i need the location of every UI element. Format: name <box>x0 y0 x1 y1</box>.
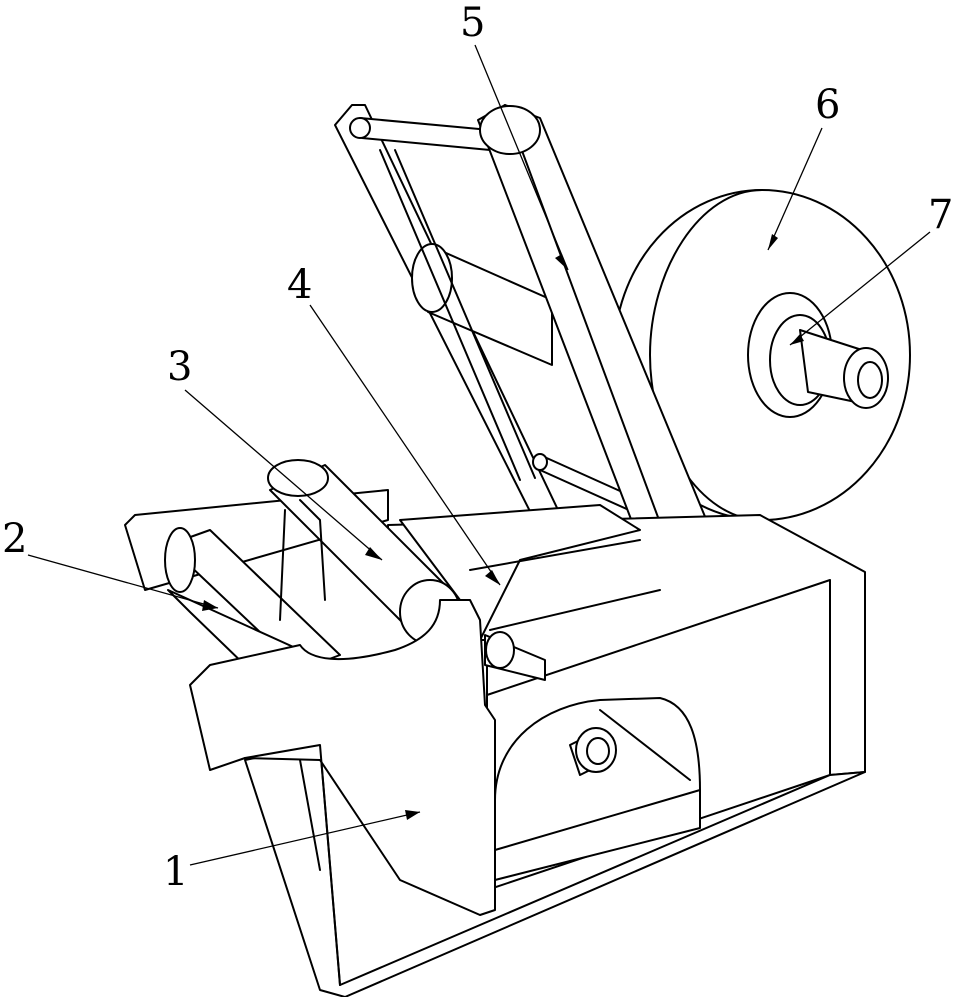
arrow-2 <box>202 600 218 611</box>
label-6: 6 <box>815 82 840 128</box>
label-5: 5 <box>460 0 485 46</box>
label-2: 2 <box>2 516 27 562</box>
label-1: 1 <box>163 849 188 895</box>
label-4: 4 <box>287 262 312 308</box>
label-3: 3 <box>167 344 192 390</box>
front-plate <box>190 600 495 985</box>
label-7: 7 <box>928 192 953 238</box>
